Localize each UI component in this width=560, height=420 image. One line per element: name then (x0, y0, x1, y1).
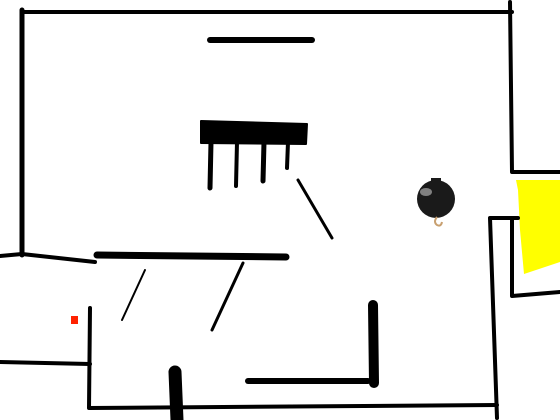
wall-pillar-left (168, 365, 184, 420)
wall-pillar-right (368, 300, 379, 388)
player-red-square[interactable] (71, 316, 78, 324)
wall-middle-bar (93, 251, 290, 261)
comb-tooth-4 (285, 140, 290, 170)
wall-left-upper-ledge (0, 252, 97, 264)
wall-left-lower-ledge (0, 360, 92, 366)
comb-tooth-2 (234, 140, 239, 188)
wall-diagonal-right (296, 178, 334, 240)
wall-left-inner (87, 306, 499, 410)
wall-right-lower (488, 216, 520, 420)
wall-slash-1 (121, 269, 146, 321)
comb-tooth-3 (260, 139, 267, 184)
wall-slash-2 (210, 261, 245, 332)
bomb-icon[interactable] (417, 178, 455, 227)
comb-bar (200, 120, 308, 145)
goal-zone (516, 180, 560, 274)
wall-right-upper (508, 0, 560, 174)
comb-tooth-1 (207, 139, 214, 191)
wall-right-goal-bottom (510, 218, 560, 298)
